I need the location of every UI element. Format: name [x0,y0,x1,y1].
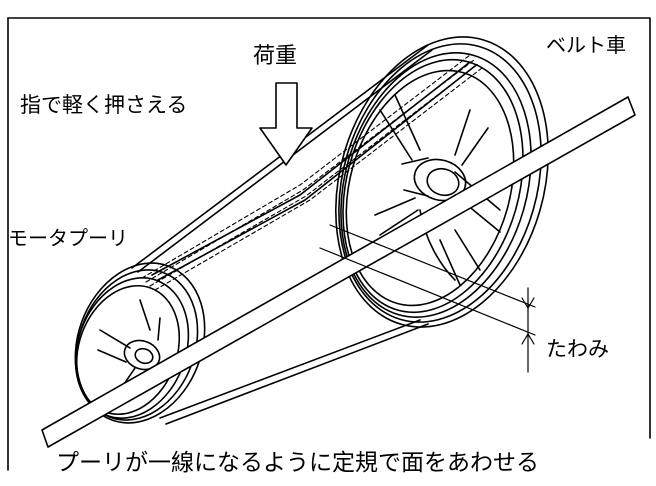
belt-wheel [335,36,549,328]
press-finger-label: 指で軽く押さえる [20,93,188,117]
straight-edge [41,96,636,448]
deflection-dimension [319,224,536,373]
deflected-belt-dashed [141,54,483,291]
load-arrow [259,82,313,166]
motor-pulley-label: モータプーリ [8,226,128,250]
instruction-caption: プーリが一線になるように定規で面をあわせる [56,450,539,476]
load-label: 荷重 [253,44,298,69]
frame-border [7,17,651,439]
deflection-label: たわみ [546,337,609,361]
belt-wheel-label: ベルト車 [546,33,626,57]
